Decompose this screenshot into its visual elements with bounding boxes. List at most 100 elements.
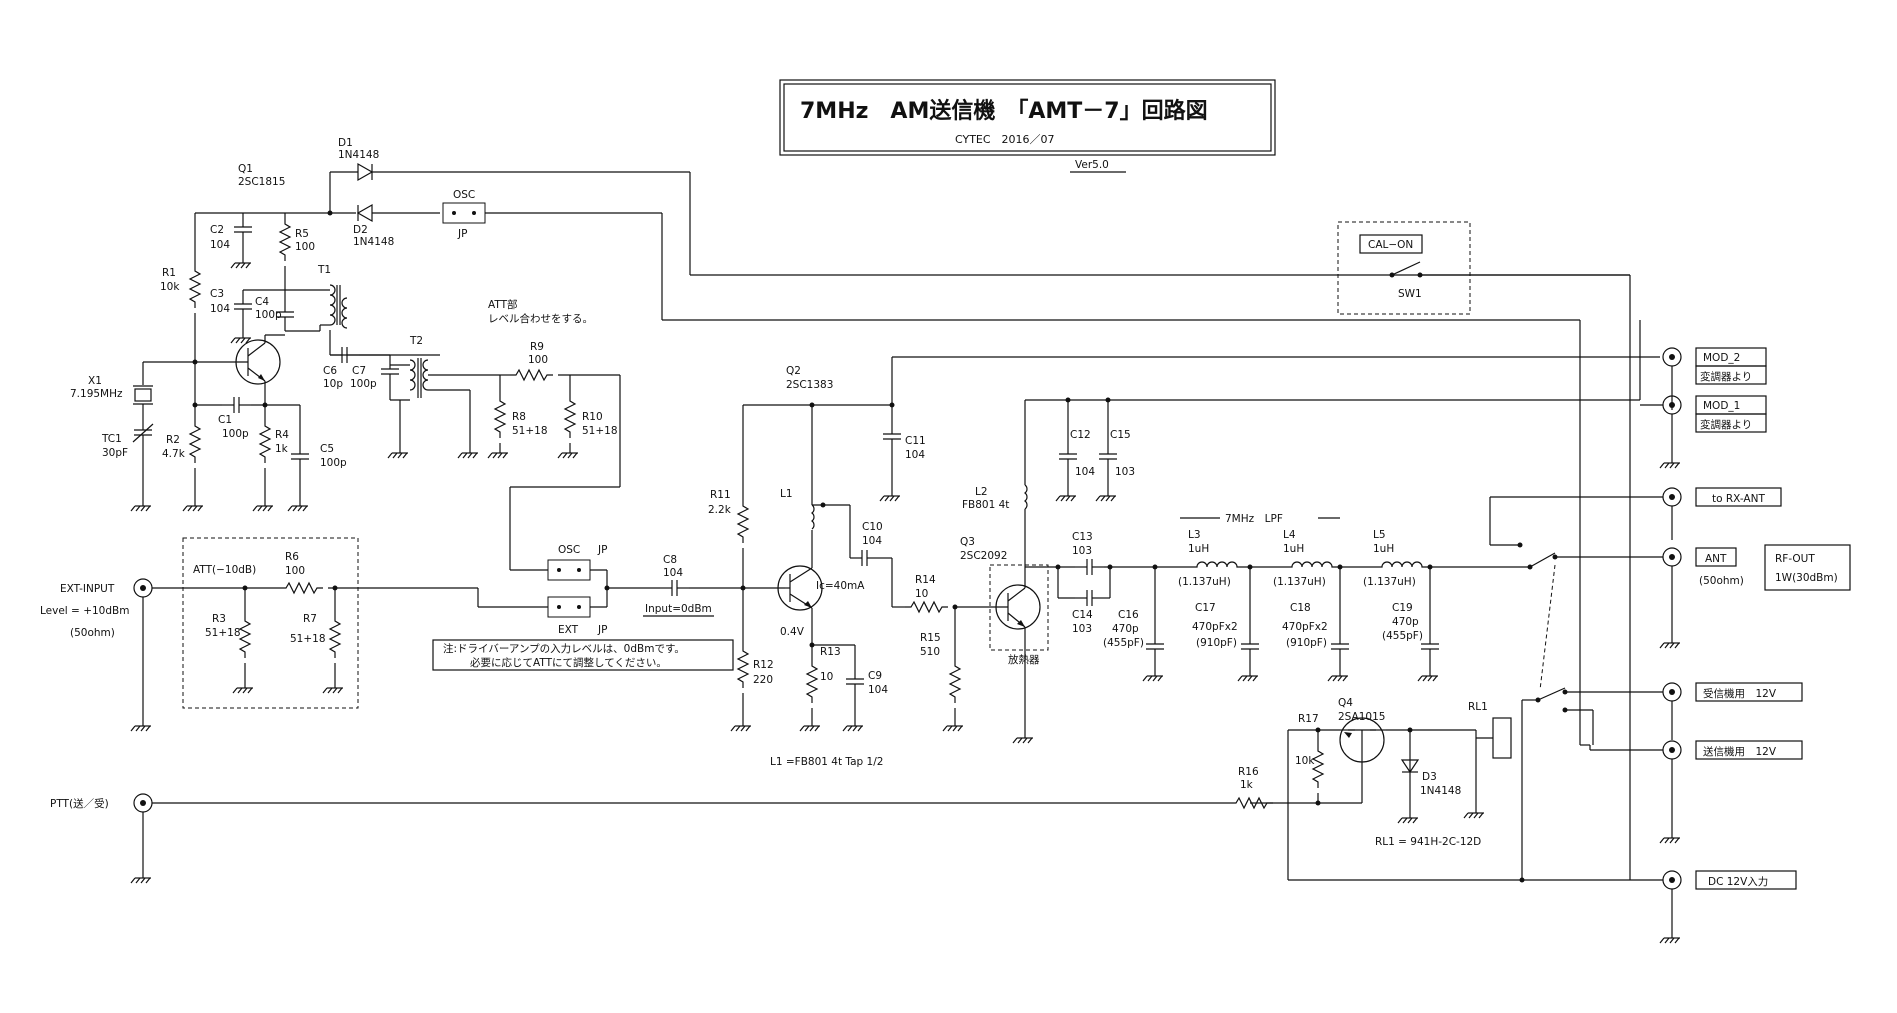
r7-label: R7 <box>303 613 317 625</box>
r11-value: 2.2k <box>708 504 732 516</box>
l3-value2: (1.137uH) <box>1178 576 1231 588</box>
d2-value: 1N4148 <box>353 236 394 248</box>
c17-value: 470pFx2 <box>1192 621 1238 633</box>
mod2-label: MOD_2 <box>1703 352 1740 364</box>
dc12-label: DC 12V入力 <box>1708 875 1768 888</box>
c8-value: 104 <box>663 567 683 579</box>
t2-label: T2 <box>409 335 423 347</box>
r3-label: R3 <box>212 613 226 625</box>
c7-label: C7 <box>352 365 366 377</box>
t1-label: T1 <box>317 264 331 276</box>
mod1-src: 変調器より <box>1700 418 1752 431</box>
heatsink-label: 放熱器 <box>1008 653 1040 666</box>
ext-level-label: Level = +10dBm <box>40 605 129 617</box>
r16-label: R16 <box>1238 766 1259 778</box>
rl1-label: RL1 <box>1468 701 1488 713</box>
r8-value: 51+18 <box>512 425 548 437</box>
r15-value: 510 <box>920 646 940 658</box>
r9-value: 100 <box>528 354 548 366</box>
c9-value: 104 <box>868 684 888 696</box>
d3-value: 1N4148 <box>1420 785 1461 797</box>
r17-label: R17 <box>1298 713 1319 725</box>
l3-value: 1uH <box>1188 543 1209 555</box>
c2-label: C2 <box>210 224 224 236</box>
c18-label: C18 <box>1290 602 1311 614</box>
r4-value: 1k <box>275 443 289 455</box>
l5-value: 1uH <box>1373 543 1394 555</box>
r13-label: R13 <box>820 646 841 658</box>
c7-value: 100p <box>350 378 377 390</box>
d1-value: 1N4148 <box>338 149 379 161</box>
rx12-label: 受信機用 12V <box>1703 687 1777 700</box>
c4-value: 100p <box>255 309 282 321</box>
r14-value: 10 <box>915 588 928 600</box>
c10-value: 104 <box>862 535 882 547</box>
mod2-src: 変調器より <box>1700 370 1752 383</box>
diagram-subtitle: CYTEC 2016／07 <box>955 133 1055 146</box>
tc1-value: 30pF <box>102 447 128 459</box>
diagram-title: 7MHz AM送信機 「AMT－7」回路図 <box>800 98 1208 124</box>
r14-label: R14 <box>915 574 936 586</box>
ext-input-label: EXT-INPUT <box>60 583 115 595</box>
sw1-label: SW1 <box>1398 288 1422 300</box>
c16-value: 470p <box>1112 623 1139 635</box>
l2-value: FB801 4t <box>962 499 1009 511</box>
r5-value: 100 <box>295 241 315 253</box>
q2-value: 2SC1383 <box>786 379 833 391</box>
c16-label: C16 <box>1118 609 1139 621</box>
r6-label: R6 <box>285 551 299 563</box>
r3-value: 51+18 <box>205 627 241 639</box>
d1-label: D1 <box>338 137 353 149</box>
r2-label: R2 <box>166 434 180 446</box>
c15-label: C15 <box>1110 429 1131 441</box>
c9-label: C9 <box>868 670 882 682</box>
d2-label: D2 <box>353 224 368 236</box>
q3-label: Q3 <box>960 536 975 548</box>
l4-value2: (1.137uH) <box>1273 576 1326 588</box>
calon-label: CAL−ON <box>1368 239 1413 251</box>
version-label: Ver5.0 <box>1075 159 1109 171</box>
r16-value: 1k <box>1240 779 1254 791</box>
r12-value: 220 <box>753 674 773 686</box>
r10-value: 51+18 <box>582 425 618 437</box>
c11-label: C11 <box>905 435 926 447</box>
jp-ext-jp: JP <box>597 624 607 636</box>
c19-label: C19 <box>1392 602 1413 614</box>
osc-jp-top-jp: JP <box>457 228 467 240</box>
tx12-label: 送信機用 12V <box>1703 745 1777 758</box>
c5-value: 100p <box>320 457 347 469</box>
q1-value: 2SC1815 <box>238 176 285 188</box>
q3-value: 2SC2092 <box>960 550 1007 562</box>
l5-label: L5 <box>1373 529 1386 541</box>
r10-label: R10 <box>582 411 603 423</box>
lpf-label: 7MHz LPF <box>1225 513 1283 525</box>
jp-osc-label: OSC <box>558 544 580 556</box>
c5-label: C5 <box>320 443 334 455</box>
r8-label: R8 <box>512 411 526 423</box>
l1-note: L1 =FB801 4t Tap 1/2 <box>770 756 883 768</box>
q4-label: Q4 <box>1338 697 1353 709</box>
att10-label: ATT(−10dB) <box>193 564 256 576</box>
d3-label: D3 <box>1422 771 1437 783</box>
input-level: Input=0dBm <box>645 603 712 615</box>
jp-ext-label: EXT <box>558 624 579 636</box>
att-note-2: レベル合わせをする。 <box>488 312 593 325</box>
r11-label: R11 <box>710 489 731 501</box>
c12-value: 104 <box>1075 466 1095 478</box>
c8-label: C8 <box>663 554 677 566</box>
ptt-label: PTT(送／受) <box>50 797 109 810</box>
l4-value: 1uH <box>1283 543 1304 555</box>
c19-value: 470p <box>1392 616 1419 628</box>
q1-label: Q1 <box>238 163 253 175</box>
r1-value: 10k <box>160 281 180 293</box>
r1-label: R1 <box>162 267 176 279</box>
r7-value: 51+18 <box>290 633 326 645</box>
q2-label: Q2 <box>786 365 801 377</box>
c14-value: 103 <box>1072 623 1092 635</box>
c13-value: 103 <box>1072 545 1092 557</box>
l5-value2: (1.137uH) <box>1363 576 1416 588</box>
c11-value: 104 <box>905 449 925 461</box>
l1-label: L1 <box>780 488 793 500</box>
c14-label: C14 <box>1072 609 1093 621</box>
